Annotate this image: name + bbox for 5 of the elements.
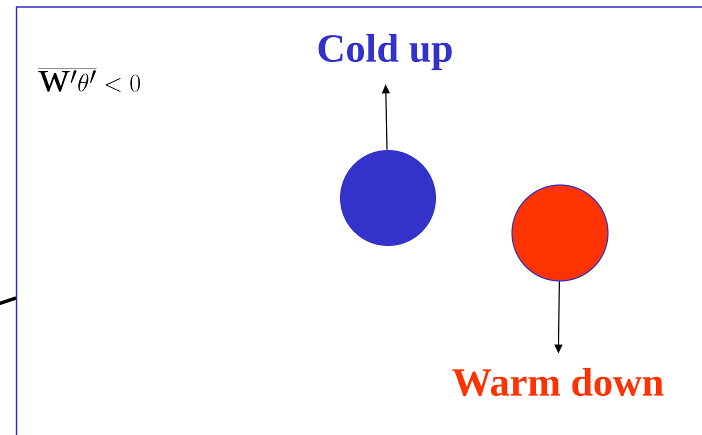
circle [511, 184, 609, 282]
circle [340, 150, 436, 246]
formula: $\overline{\mathrm{w}'\theta'} < 0$ [38, 68, 140, 92]
text-label: Warm down [452, 368, 664, 396]
text-label: Cold up [318, 34, 452, 70]
